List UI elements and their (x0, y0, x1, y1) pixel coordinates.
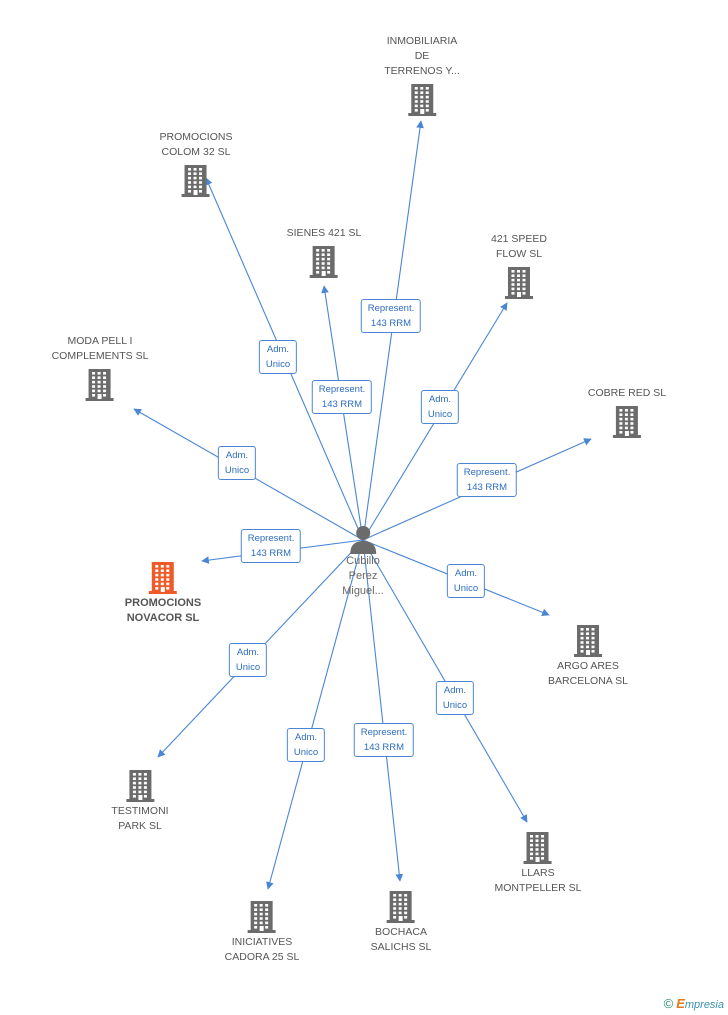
company-node-testimoni[interactable]: TESTIMONI PARK SL (111, 768, 169, 834)
company-label: PROMOCIONS COLOM 32 SL (159, 131, 233, 158)
building-icon (523, 832, 552, 864)
relation-label-cobre-red[interactable]: Represent. 143 RRM (456, 463, 518, 497)
relation-label-sienes[interactable]: Represent. 143 RRM (311, 380, 373, 414)
footer-brand: © Empresia (664, 996, 724, 1011)
company-node-bochaca[interactable]: BOCHACA SALICHS SL (370, 889, 432, 955)
relation-label-speed-flow[interactable]: Adm. Unico (420, 390, 460, 424)
building-icon (125, 770, 154, 802)
relation-label-promocions-colom[interactable]: Adm. Unico (258, 340, 298, 374)
building-icon (504, 267, 533, 299)
company-node-iniciatives[interactable]: INICIATIVES CADORA 25 SL (224, 899, 300, 965)
building-icon (310, 246, 338, 278)
relation-label-bochaca[interactable]: Represent. 143 RRM (353, 723, 415, 757)
building-icon (408, 84, 436, 116)
company-label: PROMOCIONS NOVACOR SL (124, 597, 202, 624)
edge-iniciatives (266, 539, 364, 890)
company-node-inmobiliaria[interactable]: INMOBILIARIA DE TERRENOS Y... (384, 34, 460, 116)
copyright-symbol: © (663, 996, 674, 1011)
relation-label-iniciatives[interactable]: Adm. Unico (286, 728, 326, 762)
company-node-argo-ares[interactable]: ARGO ARES BARCELONA SL (548, 623, 628, 689)
company-node-moda-pell[interactable]: MODA PELL I COMPLEMENTS SL (51, 334, 149, 401)
relation-label-testimoni[interactable]: Adm. Unico (228, 643, 268, 677)
company-node-sienes[interactable]: SIENES 421 SL (286, 226, 362, 278)
person-icon (349, 526, 376, 554)
person-name: Cubillo Perez Miguel... (342, 555, 384, 597)
brand-logo-e: E (676, 996, 685, 1011)
building-icon (149, 562, 177, 594)
building-icon (573, 625, 602, 657)
building-icon (85, 369, 114, 401)
company-node-cobre-red[interactable]: COBRE RED SL (588, 386, 666, 438)
relation-label-moda-pell[interactable]: Adm. Unico (217, 446, 257, 480)
edge-bochaca (362, 539, 404, 882)
company-label: MODA PELL I COMPLEMENTS SL (51, 335, 149, 362)
relation-label-promocions-novacor[interactable]: Represent. 143 RRM (240, 529, 302, 563)
company-label: ARGO ARES BARCELONA SL (548, 660, 628, 687)
brand-name: mpresia (684, 999, 724, 1011)
company-node-llars[interactable]: LLARS MONTPELLER SL (494, 830, 582, 896)
relation-label-argo-ares[interactable]: Adm. Unico (446, 564, 486, 598)
company-label: INICIATIVES CADORA 25 SL (224, 936, 300, 963)
relation-label-inmobiliaria[interactable]: Represent. 143 RRM (360, 299, 422, 333)
company-label: TESTIMONI PARK SL (111, 805, 169, 832)
relation-label-llars[interactable]: Adm. Unico (435, 681, 475, 715)
person-node[interactable]: Cubillo Perez Miguel... (342, 524, 384, 599)
building-icon (247, 901, 276, 933)
company-label: BOCHACA SALICHS SL (370, 926, 432, 953)
company-label: INMOBILIARIA DE TERRENOS Y... (384, 35, 460, 77)
building-icon (613, 406, 641, 438)
company-label: SIENES 421 SL (286, 227, 362, 239)
company-node-promocions-colom[interactable]: PROMOCIONS COLOM 32 SL (159, 130, 233, 197)
company-node-speed-flow[interactable]: 421 SPEED FLOW SL (491, 232, 547, 299)
company-label: LLARS MONTPELLER SL (494, 867, 582, 894)
building-icon (181, 165, 210, 197)
company-node-promocions-novacor[interactable]: PROMOCIONS NOVACOR SL (125, 560, 201, 626)
building-icon (386, 891, 415, 923)
company-label: 421 SPEED FLOW SL (490, 233, 548, 260)
company-label: COBRE RED SL (587, 387, 667, 399)
